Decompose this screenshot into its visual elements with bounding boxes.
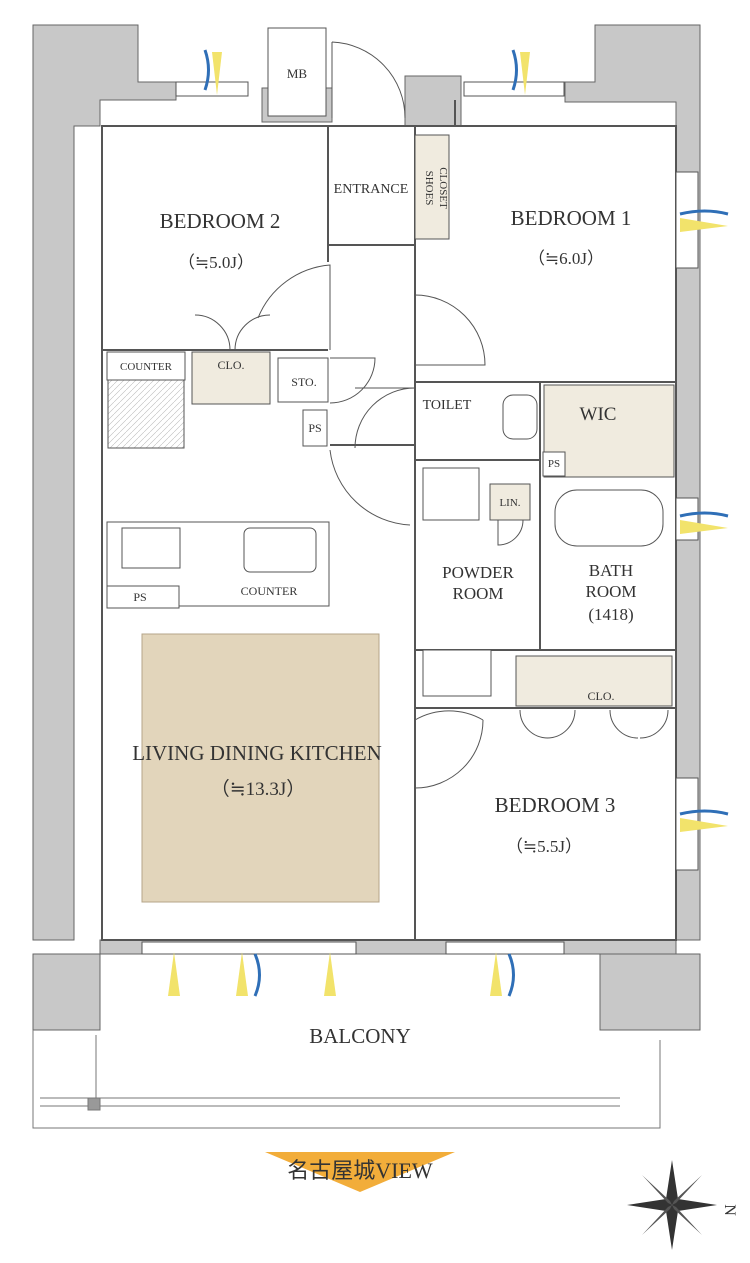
ldk-floor-area: [141, 633, 380, 903]
sto-label: STO.: [291, 375, 316, 389]
mb-label: MB: [287, 66, 308, 81]
toilet-label: TOILET: [423, 398, 472, 413]
bedroom2-label: BEDROOM 2: [160, 209, 281, 233]
shoes-closet-label-2: CLOSET: [437, 167, 449, 209]
ldk-label: LIVING DINING KITCHEN: [132, 741, 382, 765]
bath-room-label-2: ROOM: [585, 582, 636, 601]
powder-room-label-1: POWDER: [442, 563, 514, 582]
bedroom1-size: （≒6.0J）: [528, 249, 604, 268]
interior-walls: [101, 100, 677, 941]
balcony-label: BALCONY: [309, 1024, 411, 1048]
shoes-closet-label-1: SHOES: [423, 171, 435, 206]
compass-north-label: N: [721, 1204, 738, 1216]
bedroom3-size: （≒5.5J）: [506, 837, 582, 856]
powder-room-label-2: ROOM: [452, 584, 503, 603]
bedroom2-size: （≒5.0J）: [178, 253, 254, 272]
compass-icon: N: [627, 1160, 738, 1250]
balcony: [32, 1030, 661, 1129]
entrance-label: ENTRANCE: [334, 182, 409, 197]
view-label: 名古屋城VIEW: [287, 1158, 433, 1183]
counter-label-kitchen: COUNTER: [241, 584, 298, 598]
view-banner: 名古屋城VIEW: [265, 1152, 455, 1192]
ps-label-wic: PS: [548, 458, 560, 470]
doors: [194, 41, 669, 789]
ps-label-hall: PS: [308, 421, 321, 435]
wic-label: WIC: [580, 404, 617, 425]
fixtures: [106, 27, 675, 707]
bath-room-size: (1418): [588, 605, 633, 624]
ldk-size: （≒13.3J）: [211, 778, 306, 800]
clo-label-bedroom2: CLO.: [218, 358, 245, 372]
bedroom3-label: BEDROOM 3: [495, 793, 616, 817]
clo-label-bedroom3: CLO.: [588, 689, 615, 703]
bath-room-label-1: BATH: [589, 561, 633, 580]
airflow-markers: [168, 49, 729, 997]
lin-label: LIN.: [499, 497, 520, 509]
ps-label-kitchen: PS: [133, 590, 146, 604]
counter-label-top: COUNTER: [120, 361, 173, 373]
bedroom1-label: BEDROOM 1: [511, 206, 632, 230]
